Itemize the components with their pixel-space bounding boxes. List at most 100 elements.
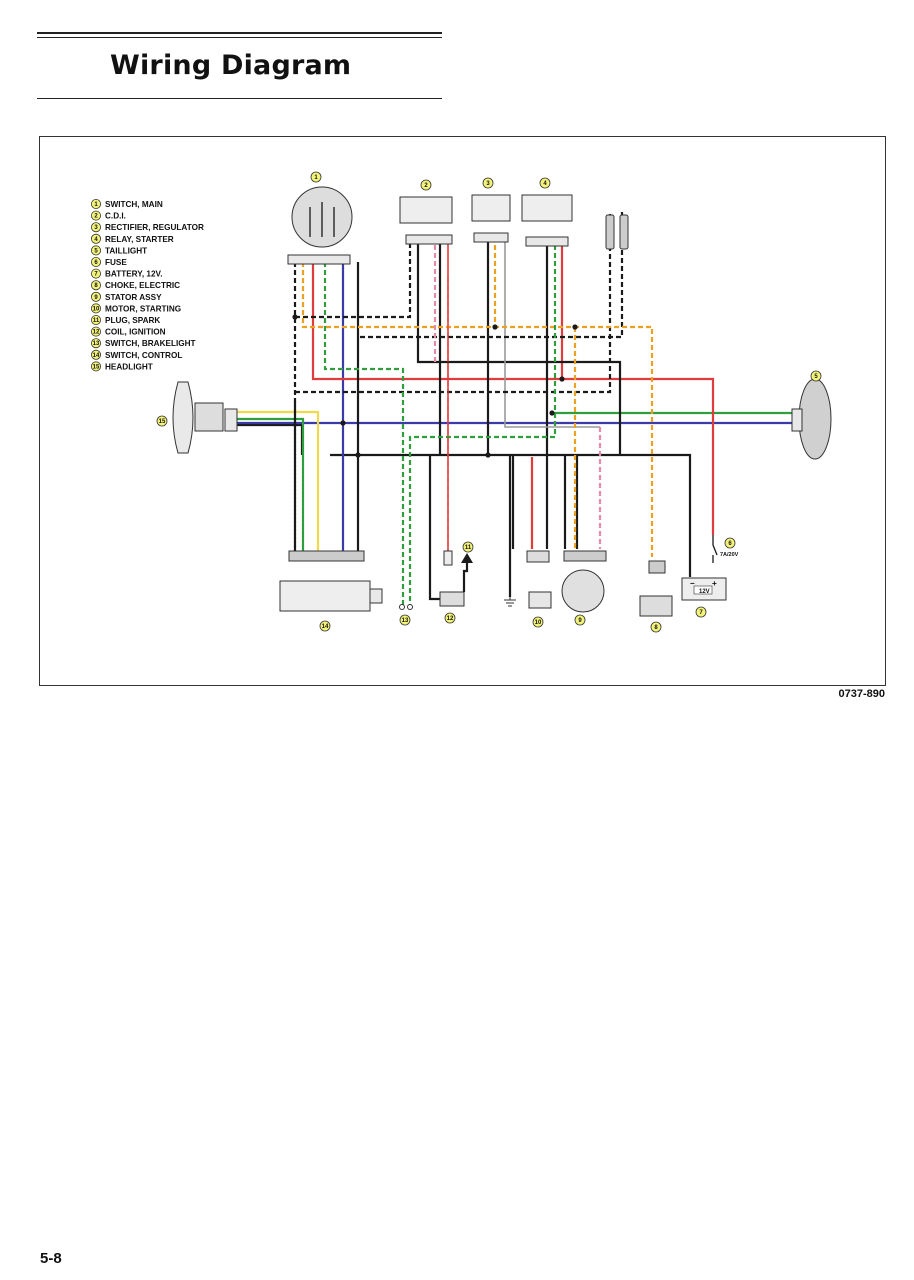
component-bubble-brake-switch [399,614,411,626]
fuse-rating: 7A/20V [720,552,739,558]
header-rule-top-thin [37,37,442,38]
component-number-spark-plug: 11 [465,545,472,551]
component-number-rectifier: 3 [486,181,490,187]
battery-negative: − [690,579,695,588]
component-number-cdi: 2 [424,183,428,189]
component-number-starter-motor: 10 [535,620,542,626]
headlight-connector [224,408,238,432]
component-number-headlight: 15 [159,419,166,425]
legend-bubble [91,280,102,291]
battery-label-box [693,585,713,595]
component-number-battery: 7 [699,610,703,616]
legend-label: SWITCH, BRAKELIGHT [105,339,196,348]
stator-assy [561,550,607,613]
page-number: 5-8 [40,1250,62,1267]
legend-label: MOTOR, STARTING [105,304,181,313]
legend-bubble [91,210,102,221]
main-switch [287,186,353,265]
headlight [172,381,238,454]
wire-gray [504,237,600,428]
header-rule-top [37,32,442,34]
junction-dot [292,314,298,320]
figure-number: 0737-890 [838,688,886,700]
legend-label: COIL, IGNITION [105,328,166,337]
legend-number: 11 [93,318,100,324]
component-number-taillight: 5 [814,374,818,380]
wire-black-main-bus [330,453,692,557]
brake-switch-terminal [407,604,413,610]
control-switch-connector [288,550,365,562]
battery-voltage: 12V [699,589,710,595]
inline-connector-right [619,214,629,250]
legend-label: C.D.I. [105,212,126,221]
taillight [791,378,832,460]
legend-number: 7 [94,272,98,278]
junction-dot [492,324,498,330]
junction-dot [549,410,555,416]
component-bubble-relay [539,177,551,189]
brake-switch-terminal [399,604,405,610]
component-number-stator: 9 [578,618,582,624]
battery-positive: + [712,579,717,588]
rectifier-regulator [471,194,511,243]
headlight-socket [194,402,224,432]
ignition-coil-body [439,591,465,607]
control-switch-body [279,580,371,612]
fuse [712,535,718,563]
spark-arrow-head [461,553,473,563]
legend-label: HEADLIGHT [105,362,153,371]
component-bubble-fuse [724,537,736,549]
rectifier-connector [473,232,509,243]
stator-connector [563,550,607,562]
legend-bubble [91,268,102,279]
legend-number: 2 [94,214,98,220]
choke-connector [648,560,666,574]
legend-number: 14 [93,353,100,359]
headlight-icon [172,381,194,454]
components [172,186,832,617]
legend-label: PLUG, SPARK [105,316,160,325]
legend-bubble [91,303,102,314]
component-number-control-switch: 14 [322,624,329,630]
junction-dot [485,452,491,458]
legend-label: STATOR ASSY [105,293,162,302]
component-bubble-main-switch [310,171,322,183]
choke-body [639,595,673,617]
wire-black-coil [428,455,445,601]
starter-relay [521,194,573,247]
ground-symbol-icon [504,597,516,607]
wire-green-headlight [235,417,305,557]
legend-number: 5 [94,248,98,254]
junction-dot [340,420,346,426]
rectifier-body [471,194,511,222]
legend-number: 1 [94,202,98,208]
wire-black-ground [563,455,579,549]
relay-body [521,194,573,222]
wire-black-dashed-2 [295,237,412,319]
wiring-harness [235,237,800,601]
starter-motor-connector [526,550,550,563]
junction-dot [572,324,578,330]
component-bubble-choke [650,621,662,633]
legend-number: 4 [94,237,98,243]
component-bubble-taillight [810,370,822,382]
legend-number: 12 [93,330,100,336]
wire-green-dashed-2 [408,237,557,607]
legend-label: SWITCH, MAIN [105,200,163,209]
legend-number: 10 [93,306,100,312]
spark-arrow-icon [462,559,469,592]
dashed-wiring [293,212,654,607]
component-bubble-starter-motor [532,616,544,628]
starter-motor [526,550,552,609]
wire-black-dashed-4 [360,212,624,339]
legend-number: 6 [94,260,98,266]
control-switch [279,550,383,612]
wire-orange-dashed [301,262,654,557]
inline-connectors [605,214,629,250]
relay-connector [525,236,569,247]
legend-bubble [91,222,102,233]
legend-bubble [91,245,102,256]
